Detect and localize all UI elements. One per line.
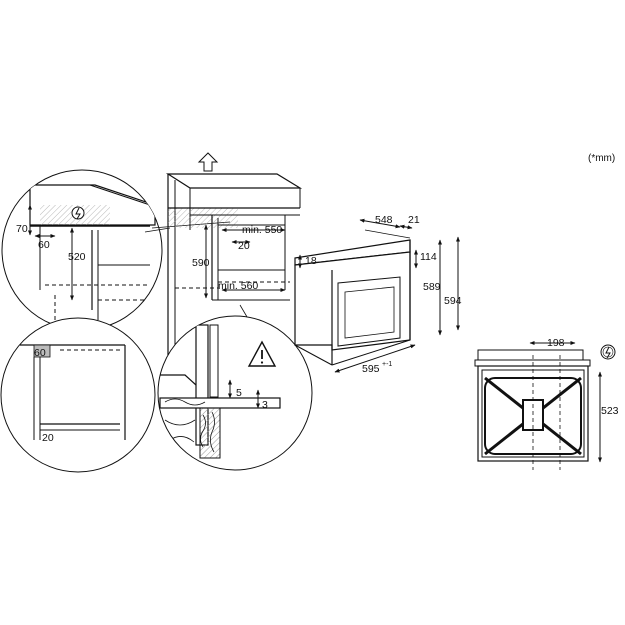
detail-circle-top-left: 70 60 520 [1,169,163,331]
label-198: 198 [547,337,565,349]
hob-top-view [474,341,602,470]
up-arrow-icon [197,152,219,172]
label-114: 114 [420,251,437,263]
power-plug-icon-hob [600,344,616,360]
label-548: 548 [375,214,393,226]
label-70: 70 [16,223,28,235]
detail-circle-bottom-left: 60 20 [0,317,156,473]
label-595-tolerance: +-1 [382,361,392,368]
label-min-550: min. 550 [242,224,282,236]
label-590: 590 [192,257,210,269]
label-589: 589 [423,281,441,293]
label-3: 3 [262,399,268,411]
unit-note: (*mm) [588,153,615,164]
label-520: 520 [68,251,86,263]
label-min-560: min. 560 [218,280,258,292]
label-60: 60 [38,239,50,251]
detail-circle-center: 5 3 [157,315,313,471]
label-5: 5 [236,387,242,399]
power-plug-icon [71,206,85,220]
label-594: 594 [444,295,462,307]
label-20: 20 [238,240,250,252]
oven-dimensions [294,218,460,373]
label-595: 595 [362,363,380,375]
label-20-bottom: 20 [42,432,54,444]
label-21: 21 [408,214,420,226]
label-18: 18 [305,255,317,267]
label-60-bottom: 60 [34,347,46,359]
warning-icon [247,340,277,367]
cabinet-niche [165,152,303,358]
label-523: 523 [601,405,619,417]
